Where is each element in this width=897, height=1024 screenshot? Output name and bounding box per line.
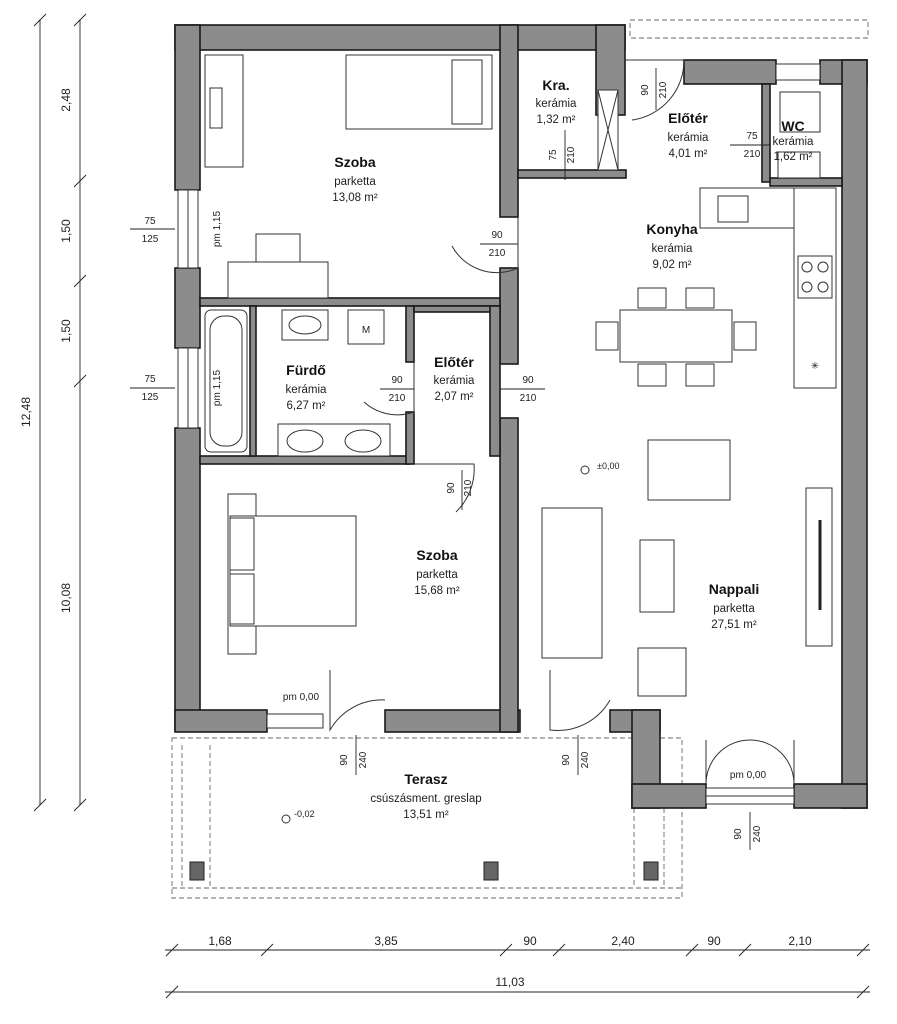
room-furdo-area: 6,27 m²: [287, 400, 326, 412]
sofa: [541, 507, 603, 659]
room-szoba-bottom-name: Szoba: [416, 547, 457, 563]
walls: [174, 24, 868, 809]
eloter-door-width: 90: [522, 375, 534, 386]
room-konyha-floor: kerámia: [652, 243, 694, 255]
terasz2-door-width: 90: [561, 754, 572, 766]
room-eloter-mid-floor: kerámia: [434, 375, 476, 387]
room-terasz-floor: csúszásment. greslap: [370, 793, 481, 805]
armchair: [637, 647, 687, 697]
kra-door-height: 210: [566, 146, 577, 163]
left-dimensions: 12,48 2,48 1,50 1,50 10,08: [19, 13, 87, 812]
bottom-dim-seg5: 90: [707, 934, 721, 948]
bottom-dim-total: 11,03: [495, 975, 524, 989]
bottom-dim-seg3: 90: [523, 934, 537, 948]
room-terasz-area: 13,51 m²: [403, 809, 449, 821]
level-markers: ±0,00 -0,02: [281, 461, 619, 824]
room-wc-area: 1,62 m²: [774, 151, 813, 163]
washer-label: M: [362, 325, 370, 336]
room-szoba-bottom-area: 15,68 m²: [414, 585, 460, 597]
szoba-window-width: 75: [144, 216, 156, 227]
bottom-dim-seg1: 1,68: [208, 934, 232, 948]
level-interior: ±0,00: [597, 461, 619, 471]
furdo-door-width: 90: [391, 375, 403, 386]
furdo-window-pm: pm 1,15: [212, 369, 223, 406]
windows: [177, 63, 821, 805]
kitchen-counter-top: [699, 187, 799, 229]
left-dim-seg1: 2,48: [59, 88, 73, 112]
room-konyha-area: 9,02 m²: [653, 259, 692, 271]
entry-door-height: 210: [658, 81, 669, 98]
desk: [227, 261, 329, 299]
stove: [797, 255, 833, 299]
coffee-table: [639, 539, 675, 613]
room-eloter-top-area: 4,01 m²: [669, 148, 708, 160]
left-dim-seg4: 10,08: [59, 583, 73, 613]
dining-table: [619, 309, 733, 363]
wc-door-height: 210: [744, 149, 761, 160]
room-terasz-name: Terasz: [404, 771, 447, 787]
kra-door-width: 75: [548, 149, 559, 161]
room-nappali-area: 27,51 m²: [711, 619, 757, 631]
bottom-dim-seg4: 2,40: [611, 934, 635, 948]
bottom-dim-seg2: 3,85: [374, 934, 398, 948]
door-labels: 75 210 90 210 75 210 90 210 90 210 90 21…: [283, 68, 770, 850]
szoba-window-pm: pm 1,15: [212, 210, 223, 247]
room-labels: Szoba parketta 13,08 m² Kra. kerámia 1,3…: [286, 77, 815, 821]
left-dim-seg2: 1,50: [59, 219, 73, 243]
room-wc-name: WC: [781, 118, 804, 134]
room-eloter-top-name: Előtér: [668, 110, 708, 126]
furdo-window-width: 75: [144, 374, 156, 385]
room-szoba-top-area: 13,08 m²: [332, 192, 378, 204]
fridge-icon: ✳: [811, 361, 819, 372]
window-labels: 75 125 pm 1,15 75 125 pm 1,15: [130, 210, 223, 406]
terasz2-door-height: 240: [580, 751, 591, 768]
left-dim-total: 12,48: [19, 397, 33, 427]
szoba2-door-width: 90: [446, 482, 457, 494]
toilet: [779, 91, 821, 133]
wc-sink: [777, 151, 821, 179]
room-kra-area: 1,32 m²: [537, 114, 576, 126]
szoba-door-height: 210: [489, 248, 506, 259]
chair: [255, 233, 301, 263]
szoba-door-width: 90: [491, 230, 503, 241]
door-swings: [329, 59, 795, 785]
furdo-window-height: 125: [142, 392, 159, 403]
szoba2-door-height: 210: [463, 479, 474, 496]
wc-door-width: 75: [746, 131, 758, 142]
room-szoba-top-floor: parketta: [334, 176, 376, 188]
room-eloter-mid-area: 2,07 m²: [435, 391, 474, 403]
terasz1-door-width: 90: [339, 754, 350, 766]
szoba-window-height: 125: [142, 234, 159, 245]
furdo-door-height: 210: [389, 393, 406, 404]
room-szoba-top-name: Szoba: [334, 154, 375, 170]
room-kra-name: Kra.: [542, 77, 569, 93]
entry-door-width: 90: [640, 84, 651, 96]
room-nappali-name: Nappali: [709, 581, 760, 597]
nappali-door-height: 240: [752, 825, 763, 842]
level-terrace: -0,02: [294, 809, 315, 819]
furniture: M ✳: [204, 54, 837, 697]
room-konyha-name: Konyha: [646, 221, 698, 237]
room-kra-floor: kerámia: [536, 98, 578, 110]
terasz1-door-height: 240: [358, 751, 369, 768]
washing-machine: [347, 309, 385, 345]
room-nappali-floor: parketta: [713, 603, 755, 615]
left-dim-seg3: 1,50: [59, 319, 73, 343]
room-furdo-floor: kerámia: [286, 384, 328, 396]
room-furdo-name: Fürdő: [286, 362, 326, 378]
room-wc-floor: kerámia: [773, 136, 815, 148]
eloter-door-height: 210: [520, 393, 537, 404]
bottom-dim-seg6: 2,10: [788, 934, 812, 948]
terrace-outline: [171, 19, 869, 899]
room-szoba-bottom-floor: parketta: [416, 569, 458, 581]
terasz1-door-pm: pm 0,00: [283, 692, 320, 703]
room-eloter-mid-name: Előtér: [434, 354, 474, 370]
nappali-door-width: 90: [733, 828, 744, 840]
room-eloter-top-floor: kerámia: [668, 132, 710, 144]
loveseat: [647, 439, 731, 501]
nappali-door-pm: pm 0,00: [730, 770, 767, 781]
bottom-dimensions: 1,68 3,85 90 2,40 90 2,10 11,03: [165, 934, 870, 999]
